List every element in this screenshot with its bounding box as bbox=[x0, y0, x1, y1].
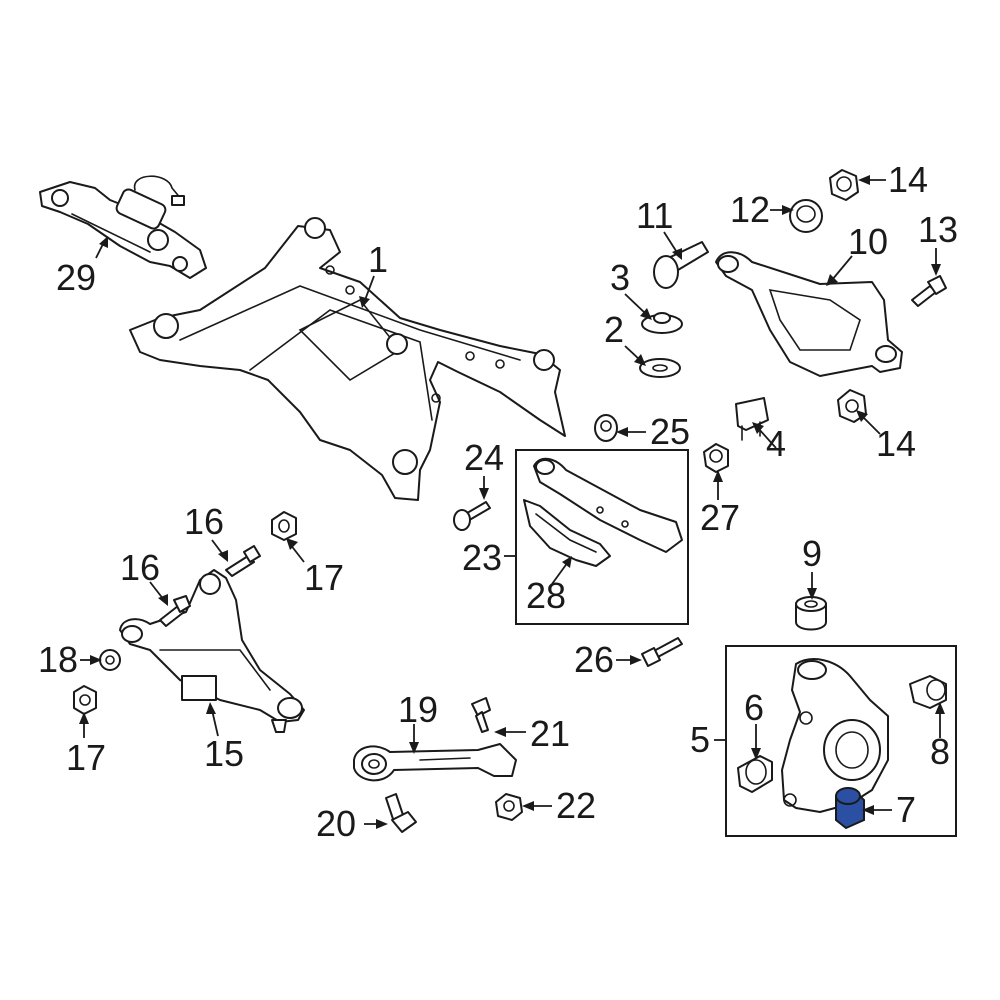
callout-8: 8 bbox=[930, 731, 950, 772]
callout-19: 19 bbox=[398, 689, 438, 730]
callout-18: 18 bbox=[38, 639, 78, 680]
part-28-arm-insert[interactable] bbox=[523, 499, 611, 567]
part-7-bushing-end bbox=[835, 787, 861, 805]
callout-17-lower: 17 bbox=[66, 737, 106, 778]
callout-20: 20 bbox=[316, 803, 356, 844]
part-18-washer[interactable] bbox=[99, 649, 121, 671]
part-17-nut-lower[interactable] bbox=[73, 685, 97, 715]
part-22-nut[interactable] bbox=[495, 793, 523, 821]
part-11-cam-bolt[interactable] bbox=[653, 241, 709, 289]
part-6-bushing[interactable] bbox=[737, 755, 773, 793]
callout-4: 4 bbox=[766, 423, 786, 464]
part-21-bolt[interactable] bbox=[471, 697, 491, 733]
part-14-nut-upper[interactable] bbox=[829, 169, 859, 201]
part-5-knuckle[interactable] bbox=[781, 658, 889, 813]
part-20-bolt[interactable] bbox=[385, 793, 417, 833]
part-23-trailing-arm[interactable] bbox=[533, 457, 683, 553]
callout-17-upper: 17 bbox=[304, 557, 344, 598]
callout-16-upper: 16 bbox=[184, 501, 224, 542]
callout-9: 9 bbox=[802, 533, 822, 574]
callout-2: 2 bbox=[604, 309, 624, 350]
leader-arrowheads bbox=[79, 175, 945, 829]
callout-13: 13 bbox=[918, 209, 958, 250]
callout-5: 5 bbox=[690, 719, 710, 760]
part-13-bolt[interactable] bbox=[911, 275, 947, 307]
callout-28: 28 bbox=[526, 575, 566, 616]
part-23-group-box bbox=[515, 449, 689, 625]
callout-26: 26 bbox=[574, 639, 614, 680]
part-8-bushing[interactable] bbox=[909, 675, 947, 709]
callout-labels: 1 2 3 4 5 6 7 8 9 10 11 12 13 14 14 15 1… bbox=[38, 159, 958, 844]
callout-6: 6 bbox=[744, 687, 764, 728]
callout-7: 7 bbox=[896, 789, 916, 830]
part-19-toe-link[interactable] bbox=[353, 743, 517, 782]
part-7-bushing-highlighted[interactable] bbox=[835, 787, 865, 830]
part-9-bushing[interactable] bbox=[795, 596, 827, 631]
part-2-washer[interactable] bbox=[639, 358, 681, 378]
part-17-nut-upper[interactable] bbox=[271, 511, 297, 541]
part-24-bolt[interactable] bbox=[453, 501, 491, 531]
part-1-rear-subframe[interactable] bbox=[129, 217, 566, 501]
callout-1: 1 bbox=[368, 239, 388, 280]
part-15-lower-control-arm[interactable] bbox=[119, 569, 305, 733]
callout-24: 24 bbox=[464, 437, 504, 478]
callout-10: 10 bbox=[848, 221, 888, 262]
callout-25: 25 bbox=[650, 411, 690, 452]
callout-11: 11 bbox=[636, 195, 673, 236]
callout-14-lower: 14 bbox=[876, 423, 916, 464]
part-5-group-box bbox=[725, 645, 957, 837]
part-29-actuator[interactable] bbox=[39, 175, 207, 279]
part-16-bolt-lower[interactable] bbox=[159, 595, 191, 627]
callout-12: 12 bbox=[730, 189, 770, 230]
callout-29: 29 bbox=[56, 257, 96, 298]
part-3-cam-washer[interactable] bbox=[641, 312, 683, 334]
callout-23: 23 bbox=[462, 537, 502, 578]
part-27-nut[interactable] bbox=[703, 443, 729, 473]
part-16-bolt-upper[interactable] bbox=[225, 545, 261, 577]
part-12-cap[interactable] bbox=[789, 199, 823, 233]
callout-22: 22 bbox=[556, 785, 596, 826]
callout-3: 3 bbox=[610, 257, 630, 298]
part-26-bolt[interactable] bbox=[641, 637, 683, 667]
part-10-upper-control-arm[interactable] bbox=[715, 251, 903, 377]
part-25-bushing[interactable] bbox=[594, 414, 618, 442]
callout-16-lower: 16 bbox=[120, 547, 160, 588]
callout-15: 15 bbox=[204, 733, 244, 774]
callout-21: 21 bbox=[530, 713, 570, 754]
callout-14-upper: 14 bbox=[888, 159, 928, 200]
callout-27: 27 bbox=[700, 497, 740, 538]
